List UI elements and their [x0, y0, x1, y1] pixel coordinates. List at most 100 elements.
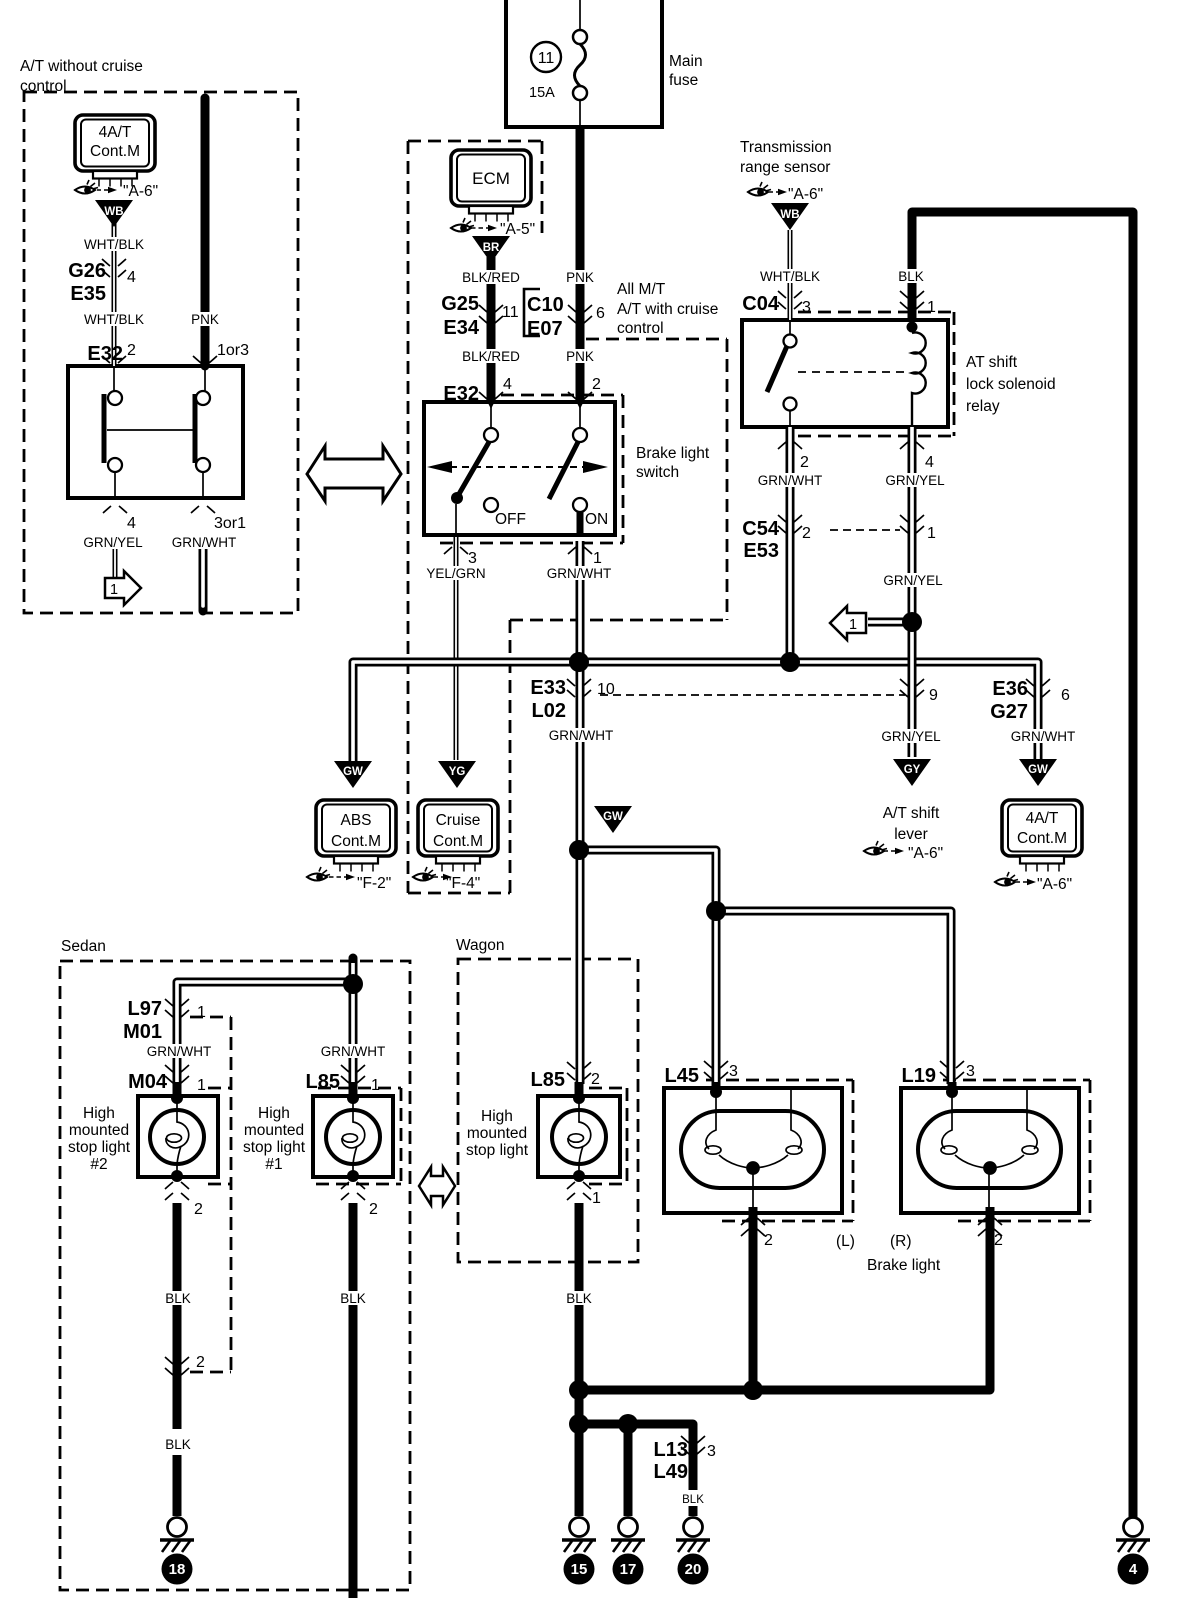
svg-text:4: 4	[503, 376, 512, 393]
svg-text:BLK/RED: BLK/RED	[462, 270, 520, 285]
svg-text:Cont.M: Cont.M	[433, 833, 483, 850]
svg-text:GRN/YEL: GRN/YEL	[83, 535, 143, 550]
svg-text:WB: WB	[104, 206, 123, 218]
svg-text:control: control	[617, 320, 664, 337]
svg-text:4: 4	[127, 515, 136, 532]
svg-text:WB: WB	[780, 209, 799, 221]
svg-text:stop light: stop light	[68, 1139, 131, 1156]
svg-text:GW: GW	[1028, 764, 1048, 776]
svg-text:M04: M04	[128, 1071, 168, 1093]
svg-text:6: 6	[1061, 687, 1070, 704]
svg-text:17: 17	[620, 1561, 637, 1578]
svg-text:mounted: mounted	[467, 1125, 527, 1142]
svg-text:3: 3	[729, 1063, 738, 1080]
svg-text:Sedan: Sedan	[61, 938, 106, 955]
svg-text:3: 3	[468, 550, 477, 567]
svg-text:control: control	[20, 78, 67, 95]
svg-text:4: 4	[925, 454, 934, 471]
svg-text:9: 9	[929, 687, 938, 704]
svg-text:1: 1	[927, 299, 936, 316]
svg-text:BLK: BLK	[898, 269, 924, 284]
svg-text:WHT/BLK: WHT/BLK	[84, 237, 144, 252]
svg-text:relay: relay	[966, 398, 1000, 415]
svg-text:switch: switch	[636, 464, 679, 481]
svg-text:L02: L02	[532, 700, 566, 722]
svg-text:BLK: BLK	[165, 1437, 191, 1452]
svg-text:4A/T: 4A/T	[99, 124, 132, 141]
svg-text:Cont.M: Cont.M	[331, 833, 381, 850]
svg-text:AT shift: AT shift	[966, 354, 1018, 371]
svg-text:mounted: mounted	[69, 1122, 129, 1139]
svg-text:BLK: BLK	[340, 1291, 366, 1306]
svg-text:11: 11	[538, 50, 555, 67]
svg-text:ABS: ABS	[340, 812, 371, 829]
svg-text:#2: #2	[90, 1156, 107, 1173]
svg-text:GRN/YEL: GRN/YEL	[881, 729, 941, 744]
svg-text:1or3: 1or3	[217, 342, 249, 359]
svg-text:WHT/BLK: WHT/BLK	[760, 269, 820, 284]
svg-text:1: 1	[371, 1077, 380, 1094]
svg-text:A/T shift: A/T shift	[883, 805, 940, 822]
svg-text:20: 20	[685, 1561, 702, 1578]
svg-text:stop light: stop light	[243, 1139, 306, 1156]
svg-text:1: 1	[593, 550, 602, 567]
svg-text:L13: L13	[654, 1439, 688, 1461]
svg-text:lever: lever	[894, 826, 928, 843]
svg-text:G25: G25	[441, 293, 479, 315]
svg-text:"F-2": "F-2"	[357, 875, 391, 892]
svg-text:1: 1	[592, 1190, 601, 1207]
svg-text:BLK: BLK	[566, 1291, 592, 1306]
svg-text:BLK: BLK	[165, 1291, 191, 1306]
svg-text:L19: L19	[902, 1065, 936, 1087]
svg-text:OFF: OFF	[495, 511, 526, 528]
svg-text:2: 2	[802, 525, 811, 542]
svg-text:GRN/WHT: GRN/WHT	[172, 535, 237, 550]
svg-text:Brake light: Brake light	[636, 445, 710, 462]
svg-text:3or1: 3or1	[214, 515, 246, 532]
svg-text:E32: E32	[87, 343, 123, 365]
svg-text:2: 2	[127, 342, 136, 359]
svg-text:G26: G26	[68, 260, 106, 282]
svg-text:C10: C10	[527, 294, 564, 316]
svg-text:Cont.M: Cont.M	[90, 143, 140, 160]
svg-text:YG: YG	[449, 766, 466, 778]
svg-text:GRN/WHT: GRN/WHT	[547, 566, 612, 581]
svg-text:(L): (L)	[836, 1233, 855, 1250]
svg-text:Main: Main	[669, 53, 703, 70]
svg-text:Brake light: Brake light	[867, 1257, 941, 1274]
svg-text:E07: E07	[527, 318, 563, 340]
svg-text:PNK: PNK	[566, 270, 594, 285]
svg-text:L49: L49	[654, 1461, 688, 1483]
svg-text:E35: E35	[70, 283, 106, 305]
svg-text:A/T with cruise: A/T with cruise	[617, 301, 718, 318]
svg-text:2: 2	[369, 1201, 378, 1218]
svg-text:3: 3	[707, 1443, 716, 1460]
svg-text:BLK: BLK	[682, 1494, 704, 1506]
svg-text:High: High	[481, 1108, 513, 1125]
svg-text:Cont.M: Cont.M	[1017, 830, 1067, 847]
svg-text:ON: ON	[585, 511, 608, 528]
svg-text:1: 1	[849, 617, 857, 633]
svg-text:YEL/GRN: YEL/GRN	[426, 566, 485, 581]
svg-text:BLK/RED: BLK/RED	[462, 349, 520, 364]
svg-text:"A-6": "A-6"	[123, 183, 158, 200]
svg-text:4A/T: 4A/T	[1026, 810, 1059, 827]
svg-text:1: 1	[927, 525, 936, 542]
svg-text:"A-5": "A-5"	[500, 221, 535, 238]
svg-text:GW: GW	[343, 766, 363, 778]
svg-text:L45: L45	[665, 1065, 699, 1087]
svg-text:2: 2	[591, 1071, 600, 1088]
svg-text:E32: E32	[443, 383, 479, 405]
svg-text:15: 15	[571, 1561, 588, 1578]
svg-text:#1: #1	[265, 1156, 282, 1173]
svg-text:1: 1	[110, 582, 118, 598]
svg-text:BR: BR	[483, 242, 500, 254]
svg-text:GRN/WHT: GRN/WHT	[321, 1044, 386, 1059]
svg-text:1: 1	[197, 1004, 206, 1021]
svg-text:(R): (R)	[890, 1233, 912, 1250]
svg-text:"A-6": "A-6"	[908, 845, 943, 862]
svg-text:Wagon: Wagon	[456, 937, 505, 954]
svg-text:GW: GW	[603, 811, 623, 823]
svg-text:E33: E33	[530, 677, 566, 699]
svg-text:2: 2	[194, 1201, 203, 1218]
